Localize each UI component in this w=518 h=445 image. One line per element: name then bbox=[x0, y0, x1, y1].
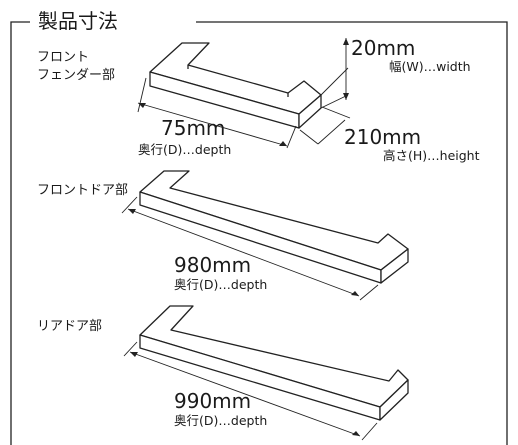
rear-door-trim-drawing bbox=[139, 305, 409, 421]
fender-trim-drawing bbox=[149, 42, 349, 129]
dim-height-note: 高さ(H)…height bbox=[383, 148, 480, 163]
fender-label-line1: フロント bbox=[37, 50, 90, 65]
front-door-label: フロントドア部 bbox=[37, 183, 129, 198]
front-door-trim-drawing bbox=[139, 170, 409, 284]
dim-line-990 bbox=[123, 341, 138, 357]
figure-title: 製品寸法 bbox=[32, 11, 124, 31]
fender-label-line2: フェンダー部 bbox=[37, 68, 116, 83]
fender-depth-value: 75mm bbox=[161, 116, 226, 140]
frame-border bbox=[10, 21, 508, 445]
dim-line-75 bbox=[137, 77, 147, 113]
front-door-depth-value: 980mm bbox=[174, 253, 252, 277]
rear-door-label: リアドア部 bbox=[37, 319, 103, 334]
dim-line-210 bbox=[299, 129, 319, 145]
dim-height-value: 210mm bbox=[344, 125, 422, 149]
dim-thickness-value: 20mm bbox=[351, 36, 416, 60]
rear-door-depth-value: 990mm bbox=[174, 389, 252, 413]
dim-thickness-note: 幅(W)…width bbox=[389, 59, 471, 74]
fender-depth-note: 奥行(D)…depth bbox=[138, 142, 232, 157]
dim-line-980 bbox=[121, 196, 138, 214]
rear-door-depth-note: 奥行(D)…depth bbox=[174, 413, 268, 428]
front-door-depth-note: 奥行(D)…depth bbox=[174, 277, 268, 292]
